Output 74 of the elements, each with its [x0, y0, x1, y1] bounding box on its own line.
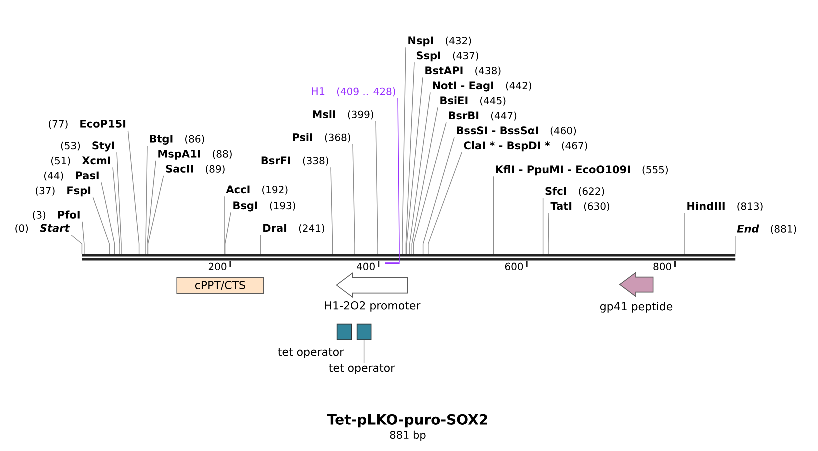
site-label: NspI (432)	[408, 36, 472, 47]
leader-line	[422, 137, 455, 254]
site-label: (77) EcoP15I	[49, 120, 126, 130]
primer-mark	[385, 262, 400, 264]
tick-label: 400	[357, 262, 375, 270]
leader-line	[412, 107, 438, 254]
leader-line	[116, 152, 122, 254]
site-label: BsiEI (445)	[440, 96, 506, 106]
site-label: BsrFI (338)	[262, 156, 328, 166]
leader-line	[428, 152, 462, 254]
primer-label: H1 (409 .. 428)	[312, 88, 396, 97]
leader-line	[548, 212, 550, 254]
leader-line	[402, 47, 406, 254]
leader-line	[260, 234, 262, 254]
site-label: End (881)	[737, 224, 796, 234]
leader-line	[406, 77, 424, 254]
leader-line	[128, 130, 140, 254]
leader-line	[224, 196, 225, 254]
leader-line	[352, 144, 356, 254]
leader-line	[413, 122, 447, 254]
leader-line	[148, 176, 164, 254]
leader-line	[684, 212, 686, 254]
feature-label: tet operator	[329, 364, 396, 374]
site-label: MslI (399)	[313, 110, 374, 120]
leader-line	[376, 121, 378, 254]
site-label: BtgI (86)	[150, 135, 204, 146]
site-label: KflI - PpuMI - EcoO109I (555)	[496, 166, 668, 176]
site-label: (51) XcmI	[51, 156, 110, 166]
sequence-backbone	[82, 254, 736, 261]
site-label: ClaI * - BspDI * (467)	[464, 142, 588, 152]
leader-line	[224, 212, 232, 254]
site-label: BssSI - BssSαI (460)	[457, 126, 576, 136]
leader-line	[71, 234, 83, 254]
leader-line	[82, 222, 85, 254]
site-label: AccI (192)	[226, 186, 288, 195]
site-label: BsrBI (447)	[449, 112, 517, 121]
tick-label: 200	[208, 262, 227, 270]
leader-line	[735, 236, 736, 254]
site-label: SspI (437)	[416, 52, 478, 62]
site-label: (3) PfoI	[33, 210, 80, 220]
site-label: BsgI (193)	[234, 202, 296, 212]
feature-square	[356, 324, 372, 340]
tick-label: 800	[654, 262, 672, 270]
leader-line	[406, 62, 415, 254]
site-label: NotI - EagI (442)	[433, 82, 532, 92]
map-title: Tet-pLKO-puro-SOX2	[328, 414, 488, 428]
leader-line	[410, 92, 431, 254]
site-label: TatI (630)	[550, 202, 610, 212]
leader-line	[112, 167, 120, 254]
site-label: MspA1I (88)	[158, 150, 232, 160]
feature-label: H1-2O2 promoter	[325, 302, 421, 312]
site-label: (53) StyI	[61, 142, 114, 152]
leader-line	[364, 340, 365, 364]
feature-label: gp41 peptide	[600, 302, 673, 313]
length-label: 881 bp	[390, 430, 426, 442]
leader-line	[147, 160, 156, 254]
leader-line	[542, 198, 544, 254]
feature-label: tet operator	[278, 348, 344, 358]
leader-line	[398, 98, 400, 263]
feature-box: cPPT/CTS	[176, 277, 264, 294]
site-label: HindIII (813)	[688, 202, 763, 212]
site-label: (37) FspI	[36, 186, 91, 197]
site-label: PsiI (368)	[293, 133, 350, 143]
site-label: SfcI (622)	[546, 187, 604, 196]
site-label: BstAPI (438)	[426, 66, 501, 76]
site-label: SacII (89)	[166, 164, 225, 174]
leader-line	[330, 167, 334, 254]
leader-line	[101, 182, 116, 254]
site-label: DraI (241)	[264, 224, 325, 234]
leader-line	[493, 176, 494, 254]
leader-line	[146, 146, 148, 254]
site-label: (0) Start	[16, 224, 70, 234]
leader-line	[92, 197, 110, 254]
site-label: (44) PasI	[44, 172, 99, 181]
